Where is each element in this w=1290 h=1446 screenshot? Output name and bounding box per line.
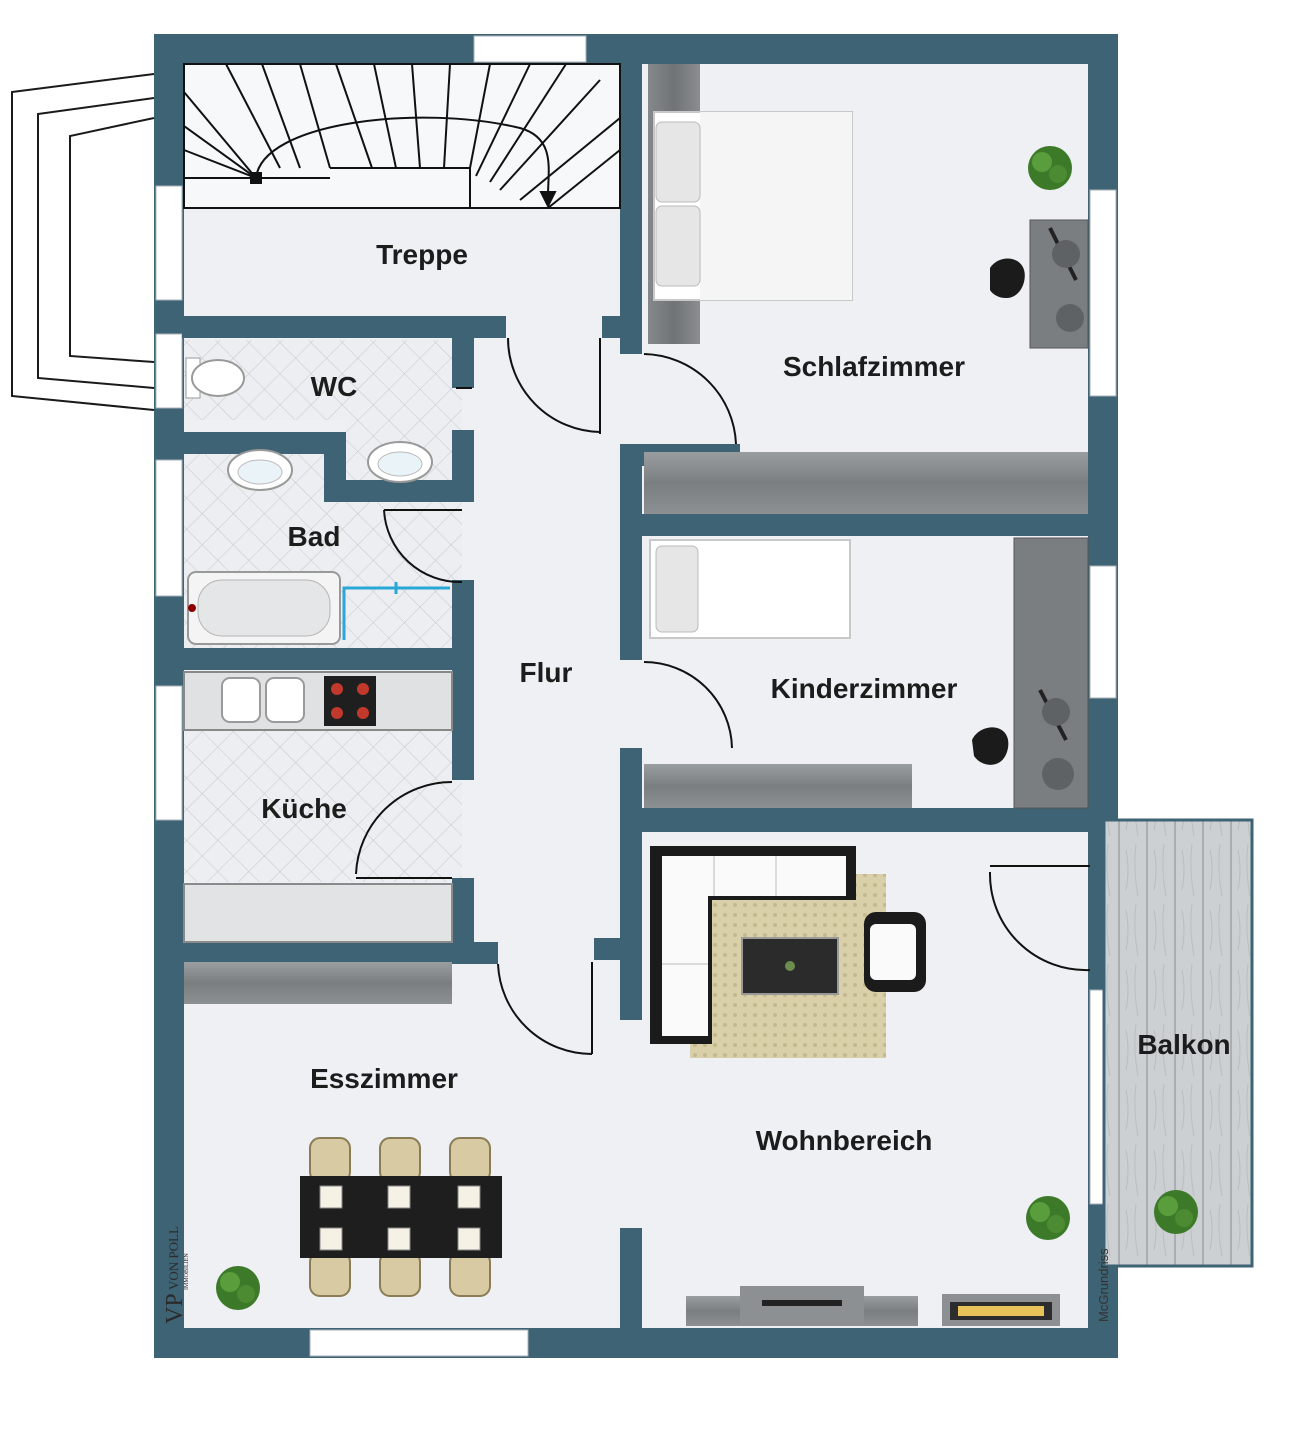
sink-bad-icon	[227, 449, 293, 491]
brand-name: VON POLL	[166, 1226, 181, 1290]
brand-monogram: VP	[162, 1293, 188, 1324]
kitchen-counter	[183, 671, 453, 731]
sideboard-esszimmer	[184, 962, 452, 1004]
label-schlafzimmer: Schlafzimmer	[783, 351, 965, 382]
coffee-table	[741, 937, 839, 995]
wardrobe-kinderzimmer	[644, 764, 912, 808]
bed-double	[648, 64, 853, 344]
bed-single	[649, 539, 851, 639]
plant-icon	[1028, 146, 1072, 190]
desk-kinderzimmer	[972, 537, 1089, 809]
armchair-icon	[864, 912, 926, 992]
sofa-icon	[650, 846, 856, 1044]
wardrobe-bedroom	[644, 452, 1088, 514]
label-kinderzimmer: Kinderzimmer	[771, 673, 958, 704]
toilet-icon	[185, 357, 245, 399]
label-wc: WC	[311, 371, 358, 402]
brand-sub: IMMOBILIEN	[184, 1253, 190, 1290]
sink-wc-icon	[367, 441, 433, 483]
bathtub-icon	[187, 571, 341, 645]
label-flur: Flur	[520, 657, 573, 688]
plant-icon-ess	[216, 1266, 260, 1310]
brand-logo: VP VON POLL IMMOBILIEN	[162, 1226, 190, 1324]
tv-unit	[686, 1286, 918, 1326]
label-balkon: Balkon	[1137, 1029, 1230, 1060]
label-esszimmer: Esszimmer	[310, 1063, 458, 1094]
label-treppe: Treppe	[376, 239, 468, 270]
kitchen-cabinet	[183, 883, 453, 943]
label-kueche: Küche	[261, 793, 347, 824]
dining-table	[300, 1137, 502, 1297]
bay-outline	[11, 73, 155, 411]
staircase	[183, 63, 621, 209]
plant-icon-wohn	[1026, 1196, 1070, 1240]
label-bad: Bad	[288, 521, 341, 552]
interior-walls	[182, 62, 1118, 1330]
fireplace-icon	[942, 1294, 1060, 1326]
shower-icon	[342, 582, 450, 640]
doors	[355, 337, 1091, 1056]
plant-icon-balkon	[1154, 1190, 1198, 1234]
label-wohnbereich: Wohnbereich	[756, 1125, 933, 1156]
credit-text: McGrundriss	[1096, 1248, 1111, 1322]
desk-bedroom	[990, 219, 1089, 349]
